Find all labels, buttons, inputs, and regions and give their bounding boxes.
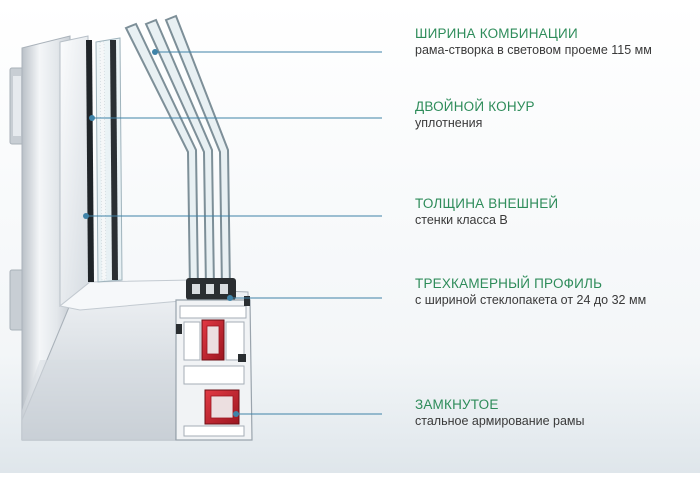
callout-text: стальное армирование рамы [415, 414, 585, 428]
callout-text: стенки класса В [415, 213, 508, 227]
callout-text: уплотнения [415, 116, 483, 130]
callout-heading: ТОЛЩИНА ВНЕШНЕЙ [415, 196, 559, 211]
leader-dot-3 [227, 295, 233, 301]
leader-dot-0 [152, 49, 158, 55]
callout-double-seal: ДВОЙНОЙ КОНУР уплотнения [415, 98, 700, 131]
callout-wall-thickness: ТОЛЩИНА ВНЕШНЕЙ стенки класса В [415, 195, 700, 228]
leader-dot-4 [233, 411, 239, 417]
callout-heading: ДВОЙНОЙ КОНУР [415, 99, 535, 114]
leader-dot-1 [89, 115, 95, 121]
callout-heading: ЗАМКНУТОЕ [415, 397, 499, 412]
callout-three-chamber-profile: ТРЕХКАМЕРНЫЙ ПРОФИЛЬ с шириной стеклопак… [415, 275, 700, 308]
callout-heading: ТРЕХКАМЕРНЫЙ ПРОФИЛЬ [415, 276, 603, 291]
leader-lines [83, 49, 382, 417]
callout-text: с шириной стеклопакета от 24 до 32 мм [415, 293, 647, 307]
callout-text: рама-створка в световом проеме 115 мм [415, 43, 652, 57]
leader-dot-2 [83, 213, 89, 219]
callout-steel-reinforcement: ЗАМКНУТОЕ стальное армирование рамы [415, 396, 700, 429]
callout-combination-width: ШИРИНА КОМБИНАЦИИ рама-створка в светово… [415, 25, 700, 58]
callout-heading: ШИРИНА КОМБИНАЦИИ [415, 26, 578, 41]
